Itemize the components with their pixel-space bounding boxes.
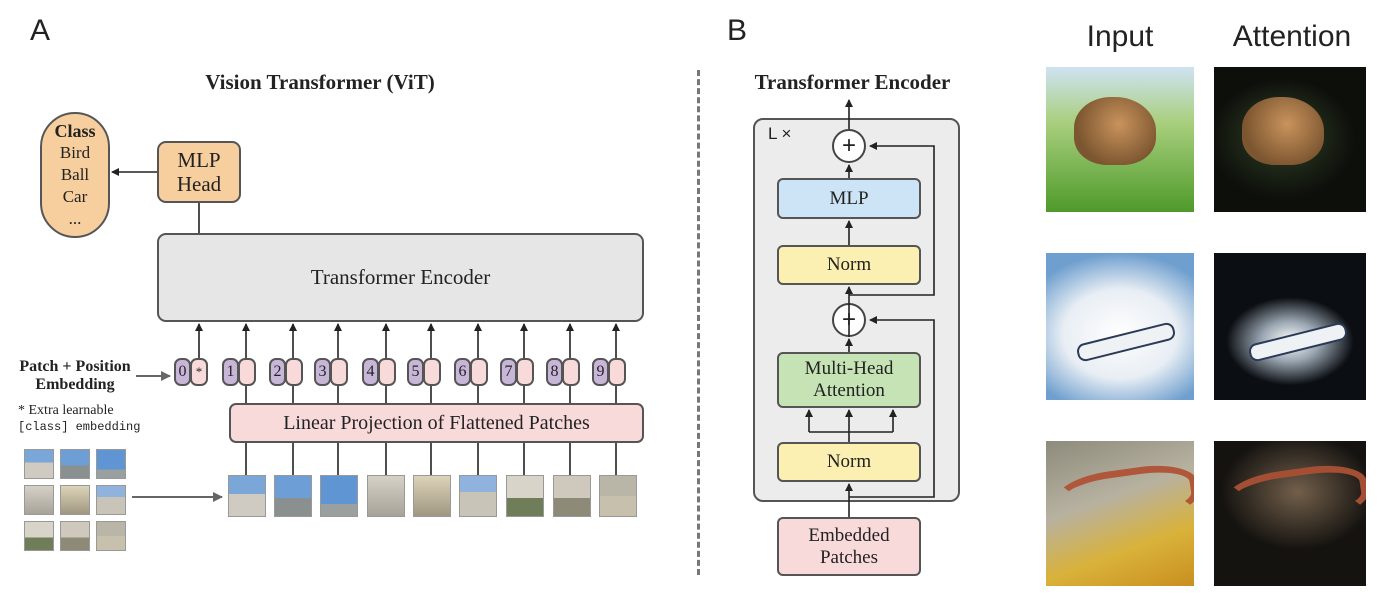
patch-embedding	[238, 358, 256, 386]
patch-embedding	[423, 358, 441, 386]
image-patch	[553, 475, 591, 517]
image-patch	[60, 449, 90, 479]
mha-label-line: Multi-Head	[804, 358, 894, 379]
vit-title: Vision Transformer (ViT)	[205, 70, 435, 94]
linear-projection-box: Linear Projection of Flattened Patches	[229, 403, 644, 443]
token-1: 1	[222, 358, 257, 386]
transformer-encoder-block: Transformer Encoder	[157, 233, 644, 322]
multi-head-attention-block: Multi-Head Attention	[777, 352, 921, 408]
patch-embedding	[378, 358, 396, 386]
mha-label-line: Attention	[813, 380, 885, 401]
token-5: 5	[407, 358, 442, 386]
patch-position-embedding-label: Patch + Position Embedding	[6, 358, 144, 394]
patch-embedding: *	[190, 358, 208, 386]
class-item: Car	[62, 187, 88, 206]
image-patch	[60, 521, 90, 551]
attention-column-header: Attention	[1232, 20, 1352, 53]
image-patch	[413, 475, 451, 517]
attention-image-snake	[1214, 441, 1366, 586]
panel-b-letter: B	[727, 14, 748, 47]
patch-embedding	[562, 358, 580, 386]
image-patch	[96, 521, 126, 551]
image-patch	[96, 485, 126, 515]
image-patch	[274, 475, 312, 517]
class-box-title: Class	[54, 121, 96, 141]
norm-label: Norm	[826, 254, 872, 275]
patch-embedding	[608, 358, 626, 386]
image-patch	[367, 475, 405, 517]
token-2: 2	[269, 358, 304, 386]
position-number: 7	[500, 358, 517, 386]
image-patch	[96, 449, 126, 479]
image-patch	[506, 475, 544, 517]
pe-label-line: Embedding	[35, 376, 115, 393]
token-6: 6	[454, 358, 489, 386]
token-0: 0*	[174, 358, 209, 386]
image-patch	[24, 521, 54, 551]
dog-shape	[1242, 97, 1324, 165]
pe-label-line: Patch + Position	[19, 358, 131, 375]
residual-add-top: +	[832, 129, 866, 163]
patch-embedding	[516, 358, 534, 386]
patch-embedding	[330, 358, 348, 386]
note-line: * Extra learnable	[18, 403, 114, 418]
mlp-label: MLP	[829, 187, 869, 209]
image-patch	[599, 475, 637, 517]
patch-embedding	[470, 358, 488, 386]
residual-path-bottom	[849, 316, 935, 498]
panel-divider	[697, 70, 700, 575]
class-item: ...	[68, 209, 82, 228]
patch-embedding	[285, 358, 303, 386]
norm-label: Norm	[826, 451, 872, 472]
mlp-block: MLP	[777, 178, 921, 219]
attention-image-airplane	[1214, 253, 1366, 400]
image-patch	[60, 485, 90, 515]
input-image-airplane	[1046, 253, 1194, 400]
mlp-head-box: MLP Head	[157, 141, 241, 203]
norm-block-bottom: Norm	[777, 442, 921, 482]
mlp-head-line: MLP	[177, 148, 221, 172]
image-patch	[459, 475, 497, 517]
image-patch	[24, 449, 54, 479]
mlp-head-line: Head	[176, 172, 222, 196]
image-patch	[228, 475, 266, 517]
input-image-dog	[1046, 67, 1194, 212]
norm-block-top: Norm	[777, 245, 921, 285]
linear-projection-label: Linear Projection of Flattened Patches	[283, 411, 590, 434]
token-4: 4	[362, 358, 397, 386]
residual-path-top	[849, 142, 935, 296]
token-7: 7	[500, 358, 535, 386]
dog-shape	[1074, 97, 1156, 165]
class-item: Bird	[59, 143, 91, 162]
panel-a-letter: A	[30, 14, 51, 47]
layer-repeat-label: L ×	[768, 124, 792, 143]
extra-learnable-note: * Extra learnable [class] embedding	[18, 402, 148, 436]
note-line: [class] embedding	[18, 420, 141, 434]
token-3: 3	[314, 358, 349, 386]
embedded-label-line: Embedded	[808, 524, 890, 546]
attention-image-dog	[1214, 67, 1366, 212]
input-image-snake	[1046, 441, 1194, 586]
token-8: 8	[546, 358, 581, 386]
image-patch	[24, 485, 54, 515]
image-patch	[320, 475, 358, 517]
encoder-detail-title: Transformer Encoder	[754, 70, 951, 94]
transformer-encoder-label: Transformer Encoder	[310, 265, 491, 289]
class-output-box: Class Bird Ball Car ...	[40, 112, 110, 238]
embedded-patches-block: Embedded Patches	[777, 517, 921, 576]
token-9: 9	[592, 358, 627, 386]
input-column-header: Input	[1086, 20, 1154, 53]
class-item: Ball	[60, 165, 90, 184]
embedded-label-line: Patches	[819, 546, 879, 568]
